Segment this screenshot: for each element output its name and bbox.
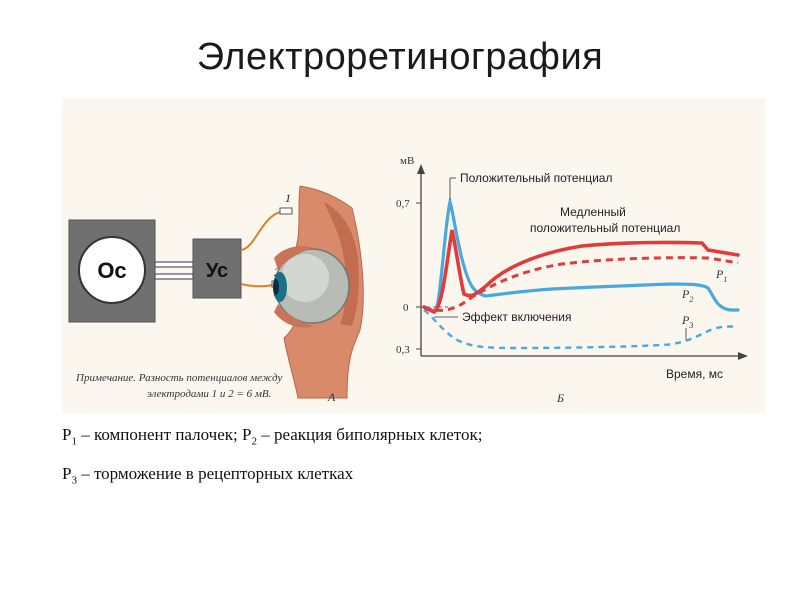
cable-lower [154,273,194,280]
lower-eyelid [274,304,314,328]
panel-b: мВ 0,7 0 0,3 Положительный потенциал Мед… [396,155,748,405]
amplifier-box [192,238,242,299]
erg-figure: Ос Ус 1 2 + [62,98,765,413]
oscilloscope-screen [78,236,146,304]
x-axis-label: Время, мс [666,367,723,381]
curve-p1-dashed [423,256,739,312]
y-axis-arrow [417,164,425,174]
legend-line-2: P3 – торможение в рецепторных клетках [62,464,354,487]
label-positive-potential: Положительный потенциал [460,171,612,185]
label-slow-line-2: положительный потенциал [530,221,680,235]
x-axis-arrow [738,352,748,360]
label-p1: P1 [715,267,727,284]
wire-electrode-1 [240,209,289,251]
tick-0-label: 0 [403,302,409,314]
slide-title: Электроретинография [196,36,604,78]
label-p2: P2 [681,287,693,304]
panel-b-letter: Б [556,391,564,405]
tick-03-label: 0,3 [396,344,410,356]
label-onset-effect: Эффект включения [462,310,572,324]
orbit-bone [324,202,359,326]
curve-p2-blue [422,195,740,313]
label-slow-line-1: Медленный [560,205,626,219]
oscilloscope-label: Ос [97,258,126,283]
label-p3: P3 [681,313,693,330]
note-line-2: электродами 1 и 2 = 6 мВ. [147,388,271,400]
upper-eyelid [274,246,314,270]
y-unit-label: мВ [400,155,414,167]
tick-07-label: 0,7 [396,198,410,210]
amplifier-label: Ус [206,260,228,282]
note-line-1: Примечание. Разность потенциалов между [75,372,282,384]
electrode-1-number: 1 [285,191,291,205]
curve-p3-dashed [423,309,739,350]
electrode-1-tip [279,207,293,215]
panel-a-letter: А [327,390,336,404]
cable-upper [154,261,194,268]
panel-a: Ос Ус 1 2 + [68,185,364,404]
legend-line-1: P1 – компонент палочек; P2 – реакция бип… [62,425,483,448]
eyeball [273,248,350,324]
erg-figure-svg: Ос Ус 1 2 + [68,155,748,405]
